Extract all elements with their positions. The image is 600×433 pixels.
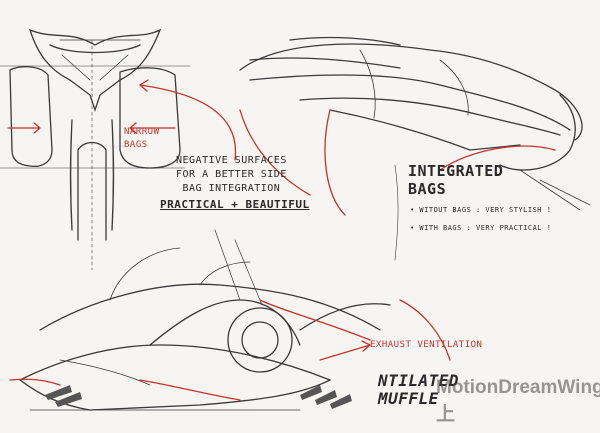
red-arrows (7, 79, 556, 401)
practical-beautiful-note: PRACTICAL + BEAUTIFUL (160, 198, 310, 211)
front-view-sketch (0, 28, 191, 271)
narrow-bags-line-2: BAGS (124, 140, 148, 150)
negative-surfaces-note: NEGATIVE SURFACES FOR A BETTER SIDE BAG … (176, 154, 287, 196)
without-bags-note: • WITOUT BAGS : VERY STYLISH ! (410, 206, 552, 214)
muffler-vents-sketch (45, 385, 352, 409)
side-view-top-sketch (239, 36, 591, 261)
negative-surfaces-line-3: BAG INTEGRATION (182, 183, 281, 194)
watermark-text: MotionDreamWing上 (436, 376, 600, 425)
ventilated-muffler-line-2: MUFFLE (378, 389, 439, 408)
narrow-bags-label: NARROW BAGS (124, 126, 160, 152)
ventilated-muffler-note: NTILATED MUFFLE (378, 372, 459, 408)
integrated-bags-line-1: INTEGRATED (408, 162, 504, 180)
integrated-bags-line-2: BAGS (408, 180, 447, 198)
with-bags-note: • WITH BAGS : VERY PRACTICAL ! (410, 224, 552, 232)
watermark: MotionDreamWing上 (430, 377, 600, 425)
ventilated-muffler-line-1: NTILATED (378, 371, 460, 390)
side-view-bottom-sketch (19, 229, 391, 411)
exhaust-ventilation-note: EXHAUST VENTILATION (370, 340, 483, 350)
narrow-bags-line-1: NARROW (124, 127, 160, 137)
negative-surfaces-line-1: NEGATIVE SURFACES (176, 155, 287, 166)
negative-surfaces-line-2: FOR A BETTER SIDE (176, 169, 287, 180)
integrated-bags-heading: INTEGRATED BAGS (408, 162, 503, 198)
